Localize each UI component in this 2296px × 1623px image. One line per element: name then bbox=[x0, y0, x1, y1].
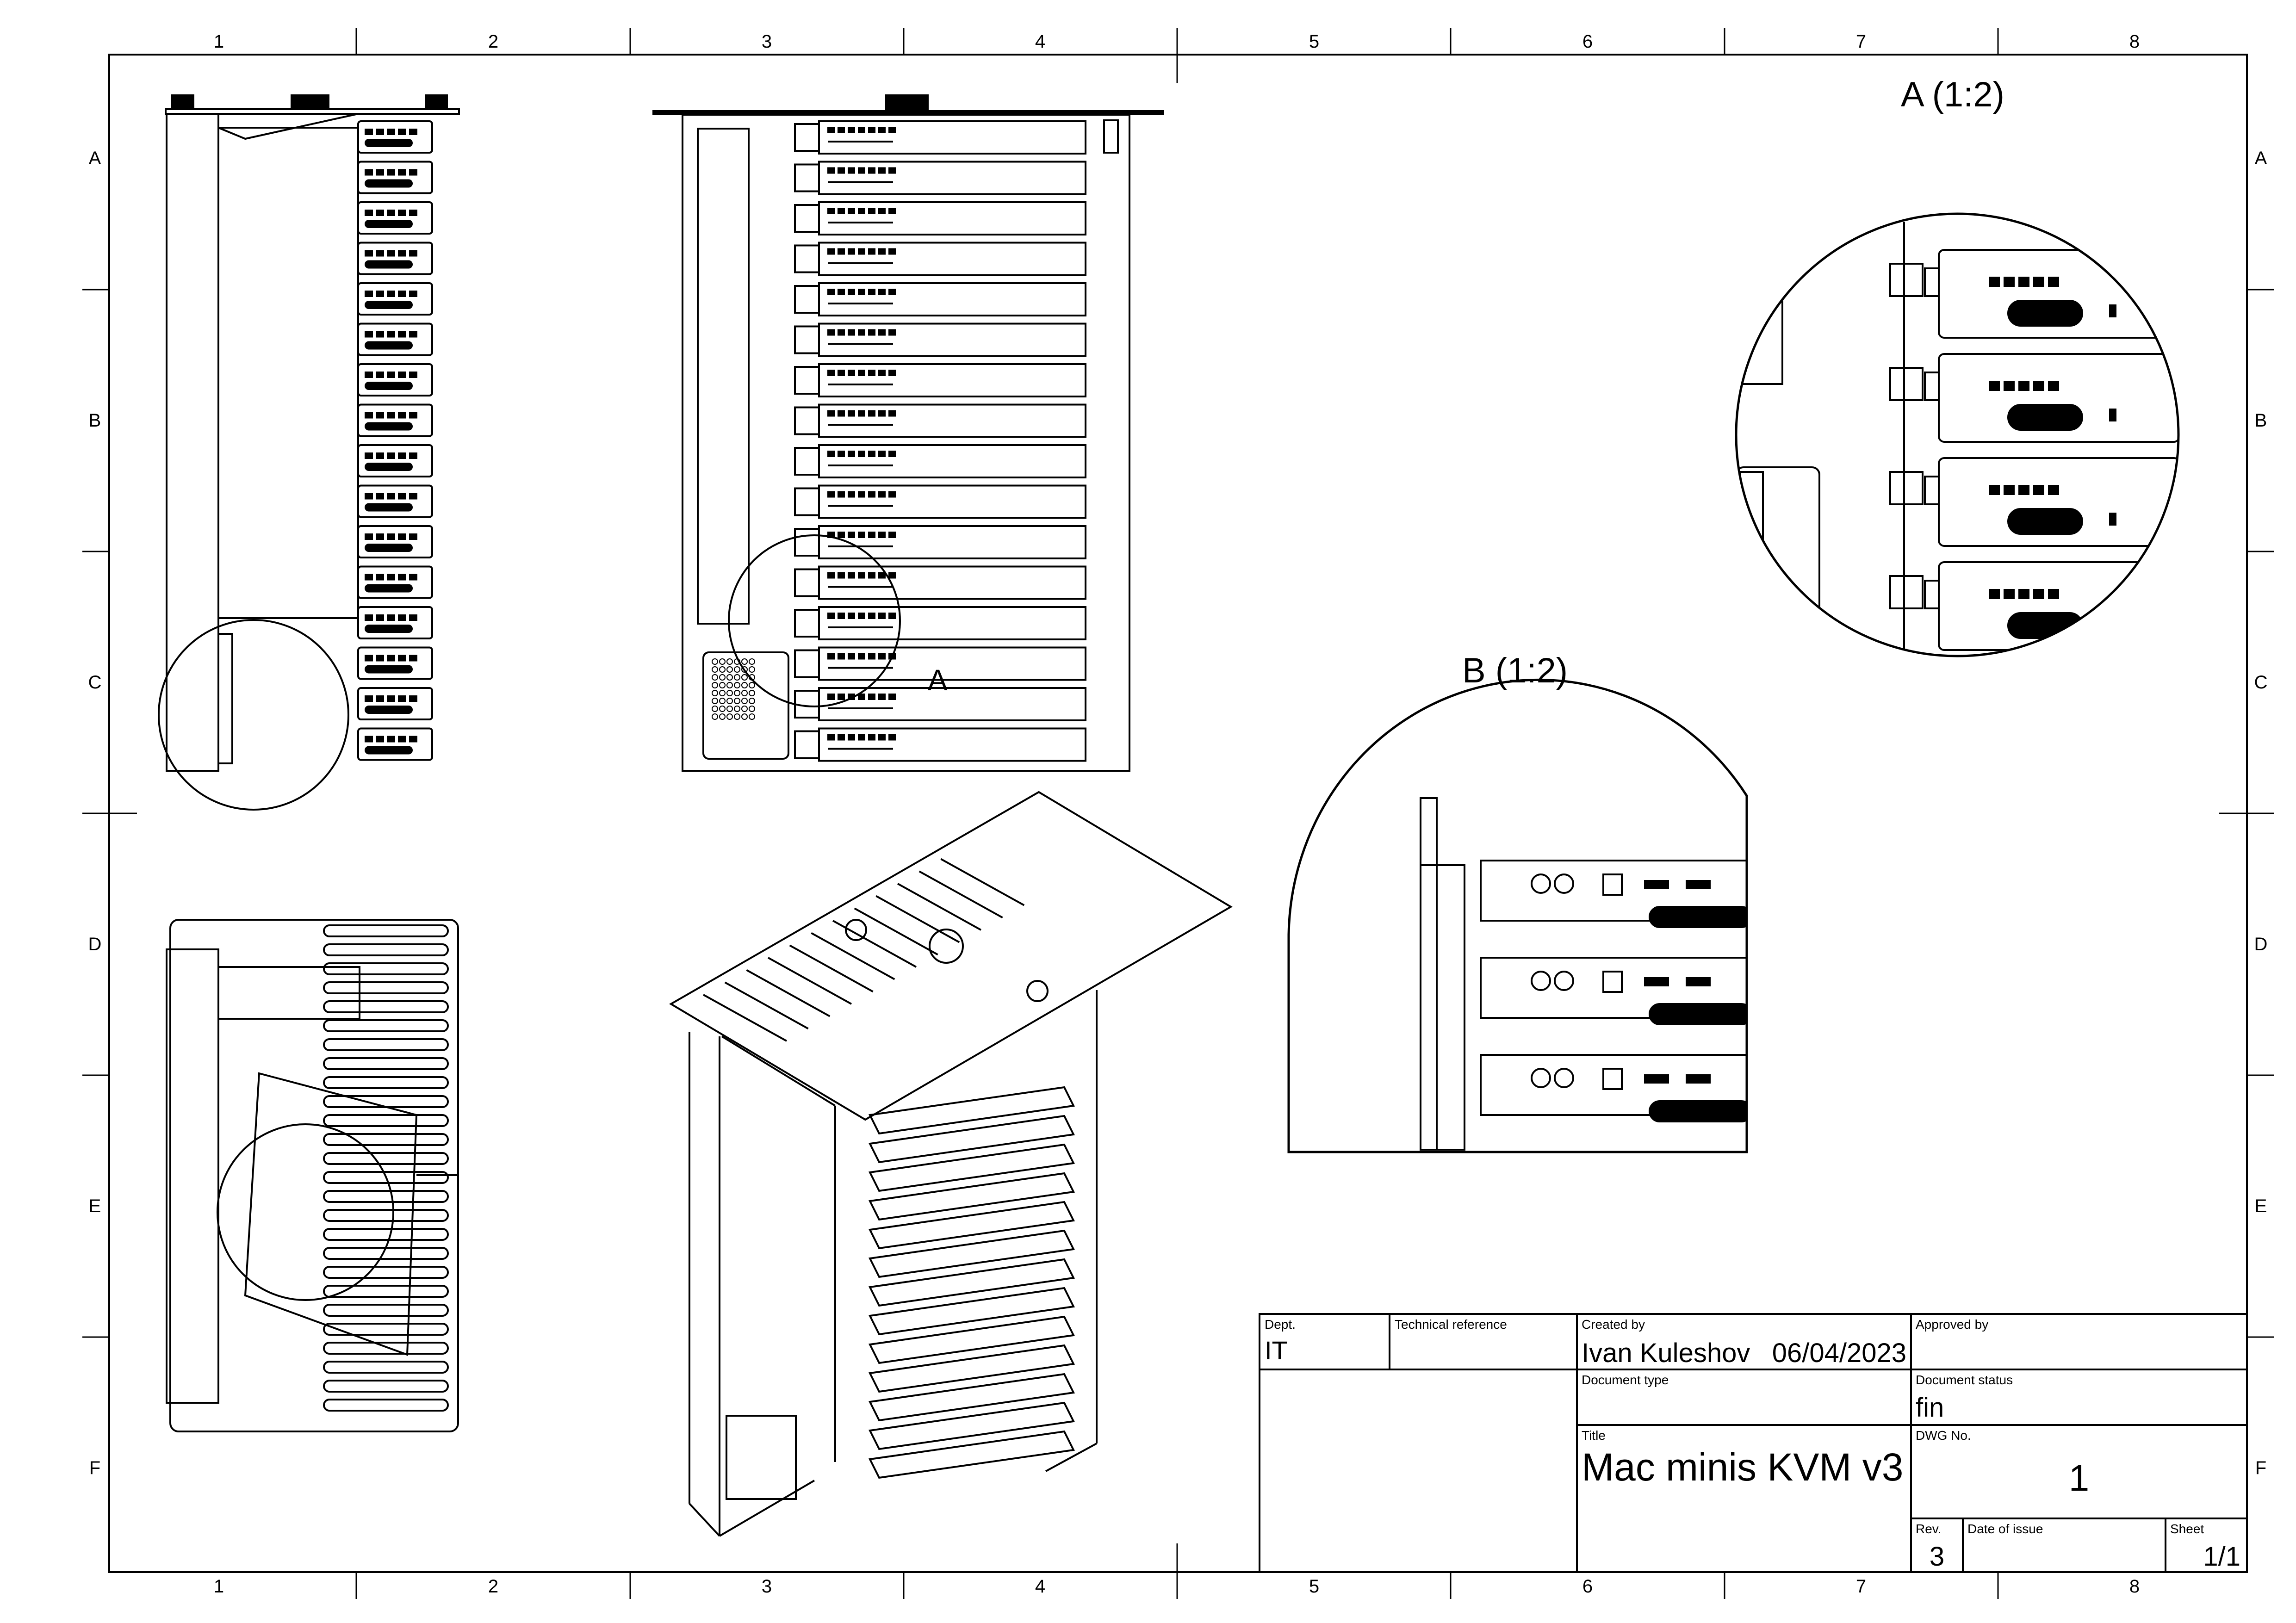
zone-row-left-e: E bbox=[89, 1196, 101, 1216]
zone-row-left-b: B bbox=[89, 410, 101, 431]
zone-row-right-f: F bbox=[2255, 1458, 2266, 1478]
rev-value: 3 bbox=[1930, 1542, 1944, 1572]
dwg-no-label: DWG No. bbox=[1916, 1428, 1971, 1443]
zone-col-top-3: 3 bbox=[762, 31, 772, 52]
zone-col-bottom-7: 7 bbox=[1856, 1576, 1866, 1597]
zone-row-right-d: D bbox=[2254, 934, 2268, 954]
detail-b-view bbox=[1287, 678, 1748, 1153]
zone-col-top-6: 6 bbox=[1582, 31, 1593, 52]
zone-col-top-5: 5 bbox=[1309, 31, 1319, 52]
dept-value: IT bbox=[1265, 1336, 1288, 1365]
zone-row-left-c: C bbox=[88, 672, 102, 693]
dwg-no-value: 1 bbox=[2069, 1457, 2090, 1499]
document-status-label: Document status bbox=[1916, 1373, 2013, 1387]
document-type-label: Document type bbox=[1582, 1373, 1669, 1387]
zone-ticks bbox=[82, 28, 2274, 1599]
zone-col-top-8: 8 bbox=[2129, 31, 2140, 52]
detail-b-marker-circle bbox=[158, 619, 349, 811]
zone-col-top-4: 4 bbox=[1035, 31, 1045, 52]
zone-col-bottom-5: 5 bbox=[1309, 1576, 1319, 1597]
zone-col-bottom-6: 6 bbox=[1582, 1576, 1593, 1597]
detail-b-title: B (1:2) bbox=[1462, 651, 1568, 690]
zone-col-bottom-2: 2 bbox=[488, 1576, 498, 1597]
rev-label: Rev. bbox=[1916, 1522, 1942, 1536]
title-block bbox=[1259, 1313, 2248, 1573]
zone-col-bottom-1: 1 bbox=[214, 1576, 224, 1597]
title-label: Title bbox=[1582, 1428, 1606, 1443]
zone-col-bottom-8: 8 bbox=[2129, 1576, 2140, 1597]
zone-row-left-f: F bbox=[89, 1458, 100, 1478]
zone-row-left-a: A bbox=[89, 148, 101, 168]
zone-row-right-c: C bbox=[2254, 672, 2268, 693]
side-elevation-view bbox=[158, 94, 460, 811]
detail-a-marker-circle bbox=[728, 534, 901, 707]
isometric-view bbox=[669, 791, 1233, 1537]
detail-a-title: A (1:2) bbox=[1901, 75, 2004, 114]
detail-a-callout-label: A bbox=[928, 663, 948, 697]
zone-col-top-2: 2 bbox=[488, 31, 498, 52]
zone-col-bottom-3: 3 bbox=[762, 1576, 772, 1597]
approved-by-label: Approved by bbox=[1916, 1317, 1988, 1332]
dept-label: Dept. bbox=[1265, 1317, 1296, 1332]
zone-row-right-e: E bbox=[2255, 1196, 2267, 1216]
zone-col-top-7: 7 bbox=[1856, 31, 1866, 52]
created-by-label: Created by bbox=[1582, 1317, 1645, 1332]
zone-row-left-d: D bbox=[88, 934, 102, 954]
sheet-label: Sheet bbox=[2170, 1522, 2204, 1536]
created-by-name: Ivan Kuleshov bbox=[1582, 1338, 1750, 1368]
zone-row-right-b: B bbox=[2255, 410, 2267, 431]
zone-row-right-a: A bbox=[2255, 148, 2267, 168]
zone-col-top-1: 1 bbox=[214, 31, 224, 52]
drawing-title: Mac minis KVM v3 bbox=[1582, 1445, 1903, 1489]
front-elevation-view bbox=[652, 94, 1164, 772]
plan-view bbox=[166, 919, 459, 1432]
technical-reference-label: Technical reference bbox=[1395, 1317, 1507, 1332]
date-of-issue-label: Date of issue bbox=[1967, 1522, 2043, 1536]
sheet-value: 1/1 bbox=[2203, 1542, 2240, 1572]
created-date: 06/04/2023 bbox=[1772, 1338, 1906, 1368]
zone-col-bottom-4: 4 bbox=[1035, 1576, 1045, 1597]
document-status-value: fin bbox=[1916, 1393, 1944, 1423]
